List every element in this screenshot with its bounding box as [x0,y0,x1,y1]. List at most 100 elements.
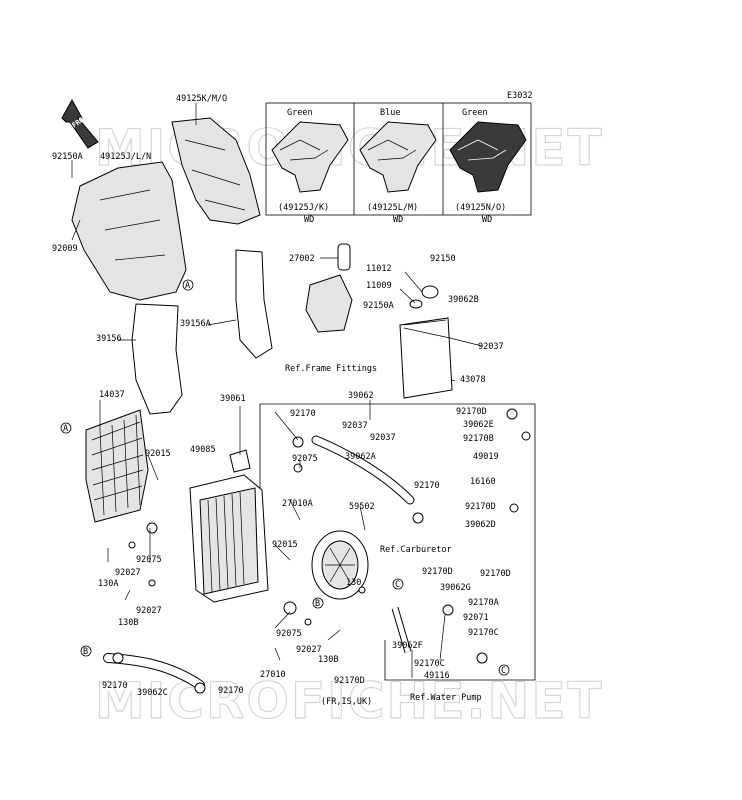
part-label: 92075 [136,555,162,565]
part-label: 39061 [220,394,246,404]
part-label: 92170C [468,628,499,638]
part-labels: 49125K/M/O 92150A 49125J/L/N 92009 27002… [52,94,511,698]
part-label: 92027 [296,645,322,655]
part-label: 92027 [115,568,141,578]
part-label: 130B [118,618,138,628]
part-label: 92027 [136,606,162,616]
part-label: 16160 [470,477,496,487]
shroud-panel-39156 [131,303,183,415]
shroud-blue [359,121,437,193]
shroud-green-1 [271,121,349,193]
part-label: 14037 [99,390,125,400]
ref-frame-fittings: Ref.Frame Fittings [285,364,377,374]
ref-water-pump: Ref.Water Pump [410,693,482,703]
part-label: 92015 [145,449,171,459]
part-label: 92150 [430,254,456,264]
variant-1-market: WD [304,215,314,225]
part-label: 130A [98,579,118,589]
radiator-screen [85,409,149,523]
marker-a-1: A [185,281,190,291]
part-label: 49125K/M/O [176,94,227,104]
leader-lines [71,103,483,678]
variant-3-code: (49125N/O) [455,203,506,213]
shroud-upper [171,117,261,225]
part-label: 92170D [456,407,487,417]
part-label: 92170D [422,567,453,577]
callout-markers: A A B B C C [60,279,510,676]
part-label: 92170C [414,659,445,669]
front-arrow: FRONT [61,98,99,149]
shroud-green-2 [449,121,527,193]
part-label: 92037 [370,433,396,443]
part-label: 92037 [342,421,368,431]
part-label: 130B [318,655,338,665]
variant-1-color: Green [287,108,313,118]
part-label: 39062D [465,520,496,530]
part-label: 130 [346,578,361,588]
part-label: 92071 [463,613,489,623]
part-label: 92170 [290,409,316,419]
marker-a-2: A [63,424,68,434]
tank-cap-11012 [421,285,439,299]
part-label: 92170 [218,686,244,696]
variant-2-color: Blue [380,108,400,118]
part-label: 39156 [96,334,122,344]
part-label: 92170 [414,481,440,491]
part-label: 39062E [463,420,494,430]
part-label: 92170B [463,434,494,444]
variant-1-code: (49125J/K) [278,203,329,213]
variant-2-market: WD [393,215,403,225]
marker-c-2: C [501,666,506,676]
variant-3-market: WD [482,215,492,225]
part-label: 43078 [460,375,486,385]
variant-boxes: Green Blue Green (49125J/K) (49125L/M) (… [265,102,532,225]
part-label: 11009 [366,281,392,291]
part-label: 59502 [349,502,375,512]
part-label: 92170D [480,569,511,579]
ref-carburetor: Ref.Carburetor [380,545,452,555]
diagram-code: E3032 [507,91,533,101]
marker-b-2: B [83,647,88,657]
part-label: 92170D [334,676,365,686]
part-label: 39156A [180,319,211,329]
part-label: 92075 [292,454,318,464]
radiator-cap-49085 [229,449,251,473]
part-label: 92009 [52,244,78,254]
shroud-panel-39156A [235,249,273,359]
reservoir-tank [399,317,453,399]
part-label: 27010A [282,499,313,509]
part-label: 39062B [448,295,479,305]
part-label: 49116 [424,671,450,681]
part-label: 92170D [465,502,496,512]
shroud-left [71,161,187,301]
part-label: 39062 [348,391,374,401]
part-label: 27010 [260,670,286,680]
part-label: 49125J/L/N [100,152,151,162]
subassembly-frame [384,403,536,681]
part-label: 39062A [345,452,376,462]
part-label: 92015 [272,540,298,550]
marker-b-1: B [315,599,320,609]
watermark-top: MICROFICHE.NET [95,119,604,177]
marker-c-1: C [395,580,400,590]
part-label: 39062G [440,583,471,593]
part-label: 92037 [478,342,504,352]
watermark-bottom: MICROFICHE.NET [95,672,604,730]
part-label: 49019 [473,452,499,462]
part-label: 92075 [276,629,302,639]
variant-3-color: Green [462,108,488,118]
variant-2-code: (49125L/M) [367,203,418,213]
part-label: 92170A [468,598,499,608]
part-label: 39062C [137,688,168,698]
bracket-frame [305,274,353,333]
part-label: 49085 [190,445,216,455]
region-note: (FR,IS,UK) [321,697,372,707]
clamps [112,408,531,694]
part-label: 11012 [366,264,392,274]
sensor-27002 [337,243,351,271]
part-label: 39062F [392,641,423,651]
part-label: 92170 [102,681,128,691]
part-label: 92150A [52,152,83,162]
